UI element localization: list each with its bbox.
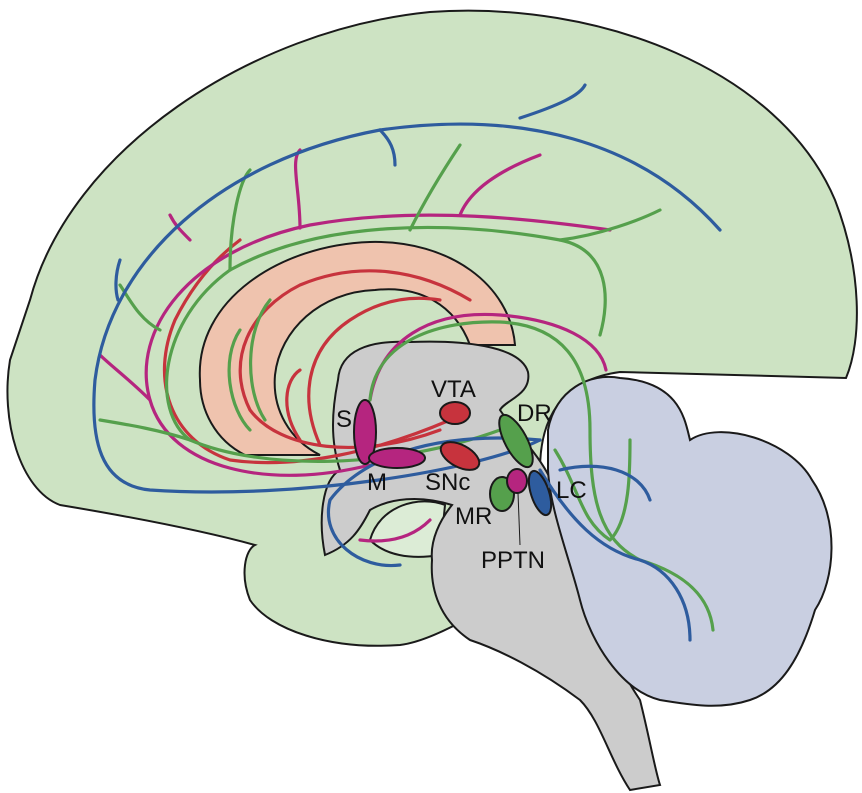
label-snc: SNc (425, 469, 470, 496)
pptn-leader-line (517, 492, 521, 546)
noradrenaline-pathway-3 (538, 468, 692, 642)
serotonin-pathway-5 (227, 298, 272, 432)
noradrenaline-pathway-2 (114, 83, 587, 302)
label-m: M (367, 469, 387, 496)
label-pptn: PPTN (481, 547, 545, 574)
nucleus-snc (439, 441, 481, 471)
label-lc: LC (556, 477, 587, 504)
cerebellum-region (547, 375, 833, 707)
serotonin-pathway-6 (98, 418, 192, 442)
nucleus-lc (527, 469, 553, 517)
nucleus-dr (498, 413, 534, 469)
serotonin-pathway-1 (165, 225, 607, 463)
serotonin-pathway-2 (118, 143, 662, 332)
noradrenaline-pathway-1 (92, 122, 722, 494)
projection-pathways (92, 83, 722, 642)
nucleus-m (368, 447, 426, 469)
acetylcholine-pathway-5 (358, 518, 432, 543)
nuclei-group (353, 399, 553, 517)
label-dr: DR (517, 400, 552, 427)
acetylcholine-pathway-1 (144, 213, 612, 477)
noradrenaline-pathway-4 (326, 436, 542, 568)
dopamine-pathway-3 (285, 296, 442, 447)
nucleus-pptn (506, 468, 528, 494)
label-mr: MR (455, 503, 492, 530)
limbic-region (198, 240, 517, 456)
labels-group: VTA DR S M SNc LC MR PPTN (336, 376, 587, 574)
noradrenaline-pathway-5 (558, 464, 652, 502)
label-vta: VTA (431, 376, 476, 403)
nucleus-vta (439, 401, 471, 425)
serotonin-pathway-3 (368, 320, 715, 632)
acetylcholine-pathway-4 (98, 353, 152, 402)
serotonin-pathway-4 (553, 438, 632, 542)
nucleus-s (353, 399, 377, 465)
dopamine-pathway-2 (238, 269, 472, 450)
inner-region (368, 500, 447, 558)
label-s: S (336, 406, 352, 433)
